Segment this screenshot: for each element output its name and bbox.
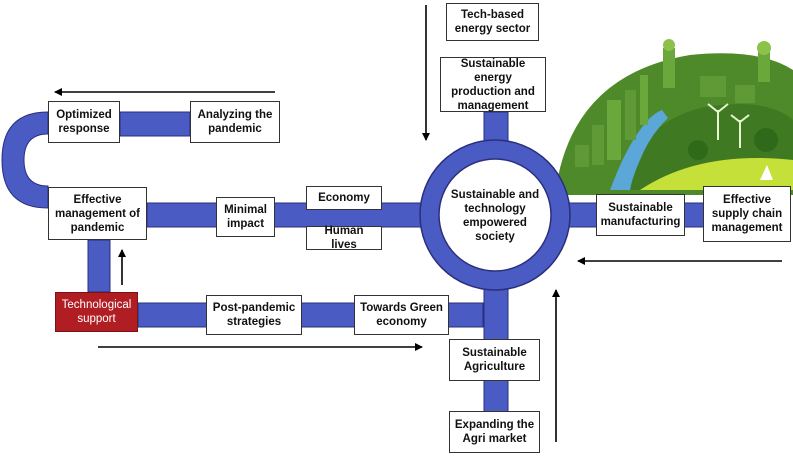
pipe-top (119, 111, 191, 137)
node-analyzing-pandemic: Analyzing the pandemic (190, 101, 280, 143)
node-supply-chain: Effective supply chain management (703, 186, 791, 242)
pipe-left-vertical (87, 239, 111, 293)
node-sustainable-agriculture: Sustainable Agriculture (449, 339, 540, 381)
node-sustainable-energy: Sustainable energy production and manage… (440, 57, 546, 112)
green-city-earth-icon (555, 39, 793, 195)
node-tech-energy: Tech-based energy sector (446, 3, 539, 41)
pipe-middle (146, 202, 433, 228)
node-technological-support: Technological support (55, 292, 138, 332)
node-optimized-response: Optimized response (48, 101, 120, 143)
node-green-economy: Towards Green economy (354, 295, 449, 335)
node-human-lives: Human lives (306, 225, 382, 251)
node-economy: Economy (306, 186, 382, 210)
node-sustainable-manufacturing: Sustainable manufacturing (596, 194, 685, 236)
node-effective-management: Effective management of pandemic (48, 187, 147, 240)
center-hole (438, 158, 552, 272)
pipe-left-loop (1, 111, 49, 209)
node-agri-market: Expanding the Agri market (449, 411, 540, 453)
node-post-pandemic: Post-pandemic strategies (206, 295, 302, 335)
node-minimal-impact: Minimal impact (216, 197, 275, 237)
center-label: Sustainable and technology empowered soc… (450, 189, 540, 243)
